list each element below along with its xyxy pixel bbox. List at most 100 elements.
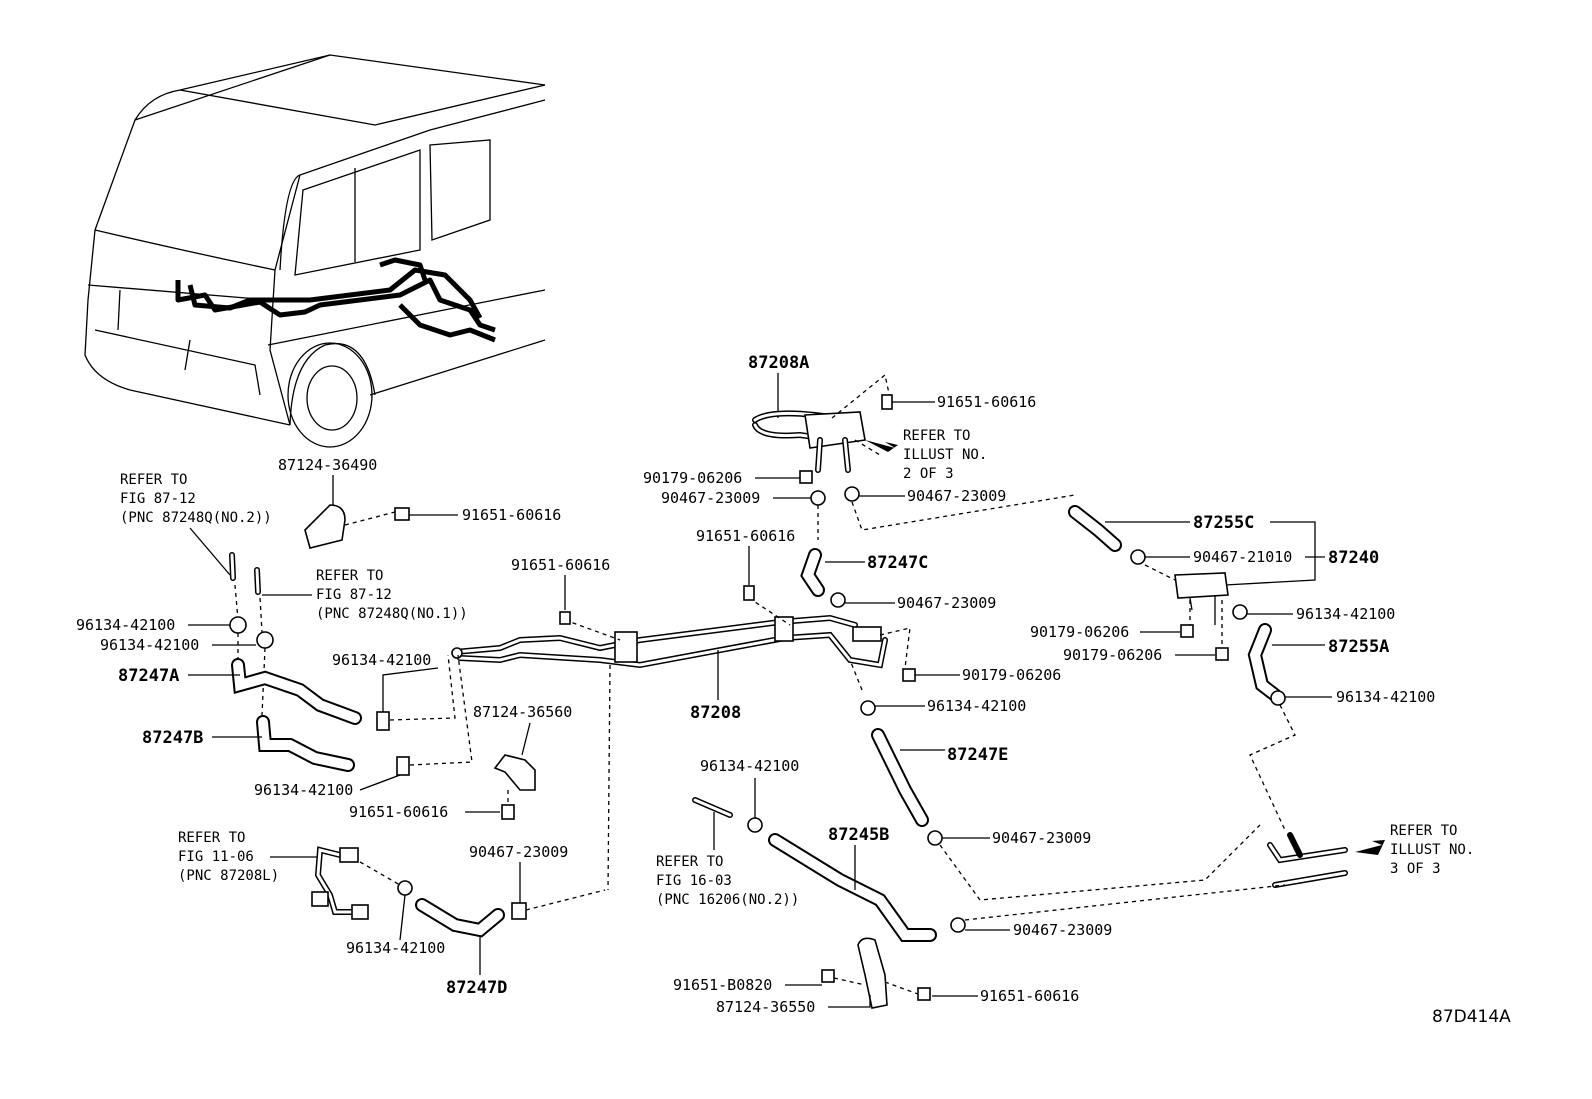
label-87255C: 87255C	[1193, 513, 1254, 533]
nut-90179-06206-b: 90179-06206	[902, 666, 1061, 684]
label-87247B: 87247B	[142, 728, 203, 748]
ref-illust2-line2: ILLUST NO.	[903, 447, 987, 463]
bracket-icon	[614, 631, 638, 663]
bolt-icon	[743, 585, 755, 601]
clamp-icon	[747, 817, 763, 833]
label-87255A: 87255A	[1328, 637, 1389, 657]
ref-fig16-03-line2: FIG 16-03	[656, 873, 732, 889]
clamp-icon	[229, 616, 247, 634]
label-87247E: 87247E	[947, 745, 1008, 765]
ref-illust2-line1: REFER TO	[903, 428, 970, 444]
label-96134-42100-a: 96134-42100	[76, 616, 175, 634]
clamp-icon	[950, 917, 966, 933]
clamp-icon	[376, 711, 390, 731]
label-90467-23009-c: 90467-23009	[897, 594, 996, 612]
ref-fig11-06-line3: (PNC 87208L)	[178, 868, 279, 884]
connector-icon	[339, 847, 359, 863]
clamp-icon	[1270, 690, 1286, 706]
bracket-icon	[493, 754, 536, 791]
label-90179-06206-a: 90179-06206	[643, 469, 742, 487]
hose-87247E: 96134-42100 87247E 90467-23009	[849, 659, 1261, 901]
figure-code: 87D414A	[1432, 1007, 1511, 1027]
pipe-assembly-87208A: 87208A REFER TO ILLUST NO. 2 OF 3	[748, 353, 987, 482]
valve-assembly-87240: 87255C 90467-21010 87240 96134-42100 901…	[1030, 505, 1435, 831]
ref-fig11-06-line2: FIG 11-06	[178, 849, 254, 865]
ref-illust3-line1: REFER TO	[1390, 823, 1457, 839]
label-90467-23009-f: 90467-23009	[469, 843, 568, 861]
label-87240: 87240	[1328, 548, 1379, 568]
clamp-icon	[511, 902, 527, 920]
label-87245B: 87245B	[828, 825, 889, 845]
clamp-icon	[1130, 549, 1146, 565]
label-90179-06206-d: 90179-06206	[1063, 646, 1162, 664]
label-90179-06206-c: 90179-06206	[1030, 623, 1129, 641]
bracket-icon	[774, 616, 794, 642]
label-90467-23009-e: 90467-23009	[1013, 921, 1112, 939]
label-91651-60616-b: 91651-60616	[696, 527, 795, 545]
label-96134-42100-f: 96134-42100	[1296, 605, 1395, 623]
ref-fig87-12-no1-line1: REFER TO	[316, 568, 383, 584]
bracket-icon	[304, 504, 346, 549]
ref-fig16-03-line1: REFER TO	[656, 854, 723, 870]
label-91651-60616-f: 91651-60616	[349, 803, 448, 821]
clamp-icon	[396, 756, 410, 776]
clamp-icon	[397, 880, 413, 896]
pipe-end-illust3: REFER TO ILLUST NO. 3 OF 3	[1267, 823, 1474, 888]
bolt-91651-60616-c: 91651-60616	[511, 556, 755, 625]
ref-illust3-line3: 3 OF 3	[1390, 861, 1441, 877]
connector-icon	[351, 904, 369, 920]
left-refs: REFER TO FIG 87-12 (PNC 87248Q(NO.2)) RE…	[120, 472, 468, 622]
label-90467-21010: 90467-21010	[1193, 548, 1292, 566]
ref-fig87-12-no1-line2: FIG 87-12	[316, 587, 392, 603]
bolt-icon	[917, 987, 931, 1001]
label-87208: 87208	[690, 703, 741, 723]
bracket-87124-36490: 87124-36490 91651-60616	[278, 456, 561, 549]
label-87124-36490: 87124-36490	[278, 456, 377, 474]
label-96134-42100-b: 96134-42100	[100, 636, 199, 654]
label-87247A: 87247A	[118, 666, 179, 686]
bolt-icon	[821, 969, 835, 983]
arrow-icon	[1355, 840, 1385, 855]
label-96134-42100-g: 96134-42100	[1336, 688, 1435, 706]
ref-fig11-06-line1: REFER TO	[178, 830, 245, 846]
hoses-87247A-B: 96134-42100 96134-42100 87247A 87247B 96…	[76, 584, 473, 799]
nut-icon	[902, 668, 916, 682]
label-87247D: 87247D	[446, 978, 507, 998]
label-91651-60616-a: 91651-60616	[937, 393, 1036, 411]
label-90179-06206-b: 90179-06206	[962, 666, 1061, 684]
label-91651-60616-d: 91651-60616	[980, 987, 1079, 1005]
label-90467-23009-b: 90467-23009	[907, 487, 1006, 505]
bracket-87124-36560: 87124-36560 91651-60616	[349, 703, 572, 821]
clamp-icon	[860, 700, 876, 716]
valve-icon	[1174, 572, 1229, 599]
label-91651-60616-e: 91651-60616	[462, 506, 561, 524]
clamp-icon	[927, 830, 943, 846]
ref-illust2-line3: 2 OF 3	[903, 466, 954, 482]
nut-icon	[1215, 647, 1229, 661]
label-91651-60616-c: 91651-60616	[511, 556, 610, 574]
nut-icon	[799, 470, 813, 484]
fasteners-87208A: 90179-06206 90467-23009 90467-23009	[643, 469, 1076, 540]
clamp-icon	[844, 486, 860, 502]
label-87247C: 87247C	[867, 553, 928, 573]
bolt-91651-60616-top: 91651-60616	[881, 393, 1036, 411]
label-87208A: 87208A	[748, 353, 809, 373]
bolt-icon	[394, 507, 410, 521]
label-96134-42100-h: 96134-42100	[700, 757, 799, 775]
bolt-icon	[559, 611, 571, 625]
clamp-icon	[256, 631, 274, 649]
label-96134-42100-e: 96134-42100	[927, 697, 1026, 715]
label-96134-42100-i: 96134-42100	[346, 939, 445, 957]
ref-fig87-12-no2-line1: REFER TO	[120, 472, 187, 488]
bracket-87124-36550: 91651-B0820 91651-60616 87124-36550	[673, 937, 1079, 1016]
arrow-icon	[865, 440, 898, 452]
nut-icon	[1180, 624, 1194, 638]
ref-fig16-03-line3: (PNC 16206(NO.2))	[656, 892, 799, 908]
hose-87247C: 91651-60616 87247C 90467-23009	[696, 527, 996, 612]
ref-fig87-12-no2-line3: (PNC 87248Q(NO.2))	[120, 510, 272, 526]
connector-icon	[311, 891, 329, 907]
ref-fig87-12-no1-line3: (PNC 87248Q(NO.1))	[316, 606, 468, 622]
label-87124-36560: 87124-36560	[473, 703, 572, 721]
clamp-icon	[810, 490, 826, 506]
